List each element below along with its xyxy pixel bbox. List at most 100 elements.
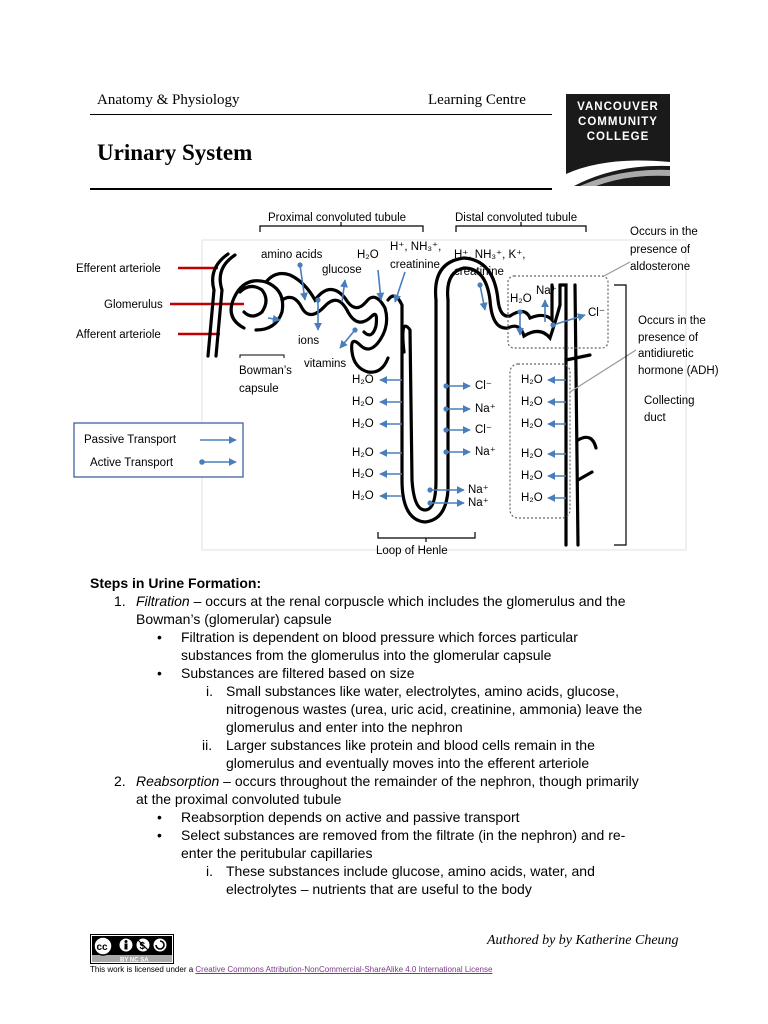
dct-h-nh3-k-label: H⁺, NH₃⁺, K⁺, [454, 249, 525, 261]
aldo-1: Occurs in the [630, 226, 698, 238]
page-title: Urinary System [97, 140, 253, 165]
license-link[interactable]: Creative Commons Attribution-NonCommerci… [195, 965, 493, 974]
step-1-bullet-1-a: Filtration is dependent on blood pressur… [181, 629, 578, 645]
roman-i: i. [206, 863, 213, 879]
legend-passive: Passive Transport [84, 434, 177, 446]
svg-text:cc: cc [97, 942, 109, 953]
vitamins-label: vitamins [304, 358, 346, 370]
filtration-term: Filtration [136, 593, 190, 609]
legend-active: Active Transport [90, 457, 174, 469]
sub-i-line-1: Small substances like water, electrolyte… [226, 683, 619, 699]
step-2-text: – occurs throughout the remainder of the… [219, 773, 639, 789]
step-1-bullet-1: • Filtration is dependent on blood press… [157, 628, 690, 664]
license-notice: This work is licensed under a Creative C… [90, 965, 492, 974]
step-2: 2. Reabsorption – occurs throughout the … [114, 772, 690, 790]
vcc-logo: VANCOUVER COMMUNITY COLLEGE [566, 94, 670, 186]
dct-cl-label: Cl⁻ [588, 307, 605, 319]
logo-line-2: COMMUNITY [578, 116, 658, 128]
author-credit: Authored by by Katherine Cheung [487, 933, 679, 948]
sub-i-line-2: nitrogenous wastes (urea, uric acid, cre… [226, 701, 643, 717]
logo-line-3: COLLEGE [586, 131, 650, 143]
duct-3: H₂O [521, 448, 543, 460]
step-2-bullet-2: • Select substances are removed from the… [157, 826, 690, 862]
loop-right-0: Cl⁻ [475, 380, 492, 392]
step-2-text-cont: at the proximal convoluted tubule [136, 791, 342, 807]
license-prefix: This work is licensed under a [90, 965, 196, 974]
step-1-bullet-1-b: substances from the glomerulus into the … [181, 647, 552, 663]
loop-left-2: H₂O [352, 418, 374, 430]
sub-i-line-3: glomerulus and enter into the nephron [226, 719, 463, 735]
adh-3: antidiuretic [638, 348, 694, 360]
loop-left-3: H₂O [352, 447, 374, 459]
bullet-dot: • [157, 629, 162, 645]
duct-0: H₂O [521, 374, 543, 386]
loop-right-4: Na⁺ [468, 484, 489, 496]
roman-i: i. [206, 683, 213, 699]
step-2-bullet-2-b: enter the peritubular capillaries [181, 845, 373, 861]
loop-left-4: H₂O [352, 468, 374, 480]
step-1-number: 1. [114, 593, 126, 609]
roman-ii: ii. [202, 737, 213, 753]
loop-right-1: Na⁺ [475, 403, 496, 415]
adh-1: Occurs in the [638, 315, 706, 327]
efferent-label: Efferent arteriole [76, 263, 161, 275]
step-1-sub-ii: ii. Larger substances like protein and b… [202, 736, 690, 772]
creative-commons-badge-icon: cc $ BY NC SA [90, 934, 174, 964]
proximal-label: Proximal convoluted tubule [268, 212, 406, 224]
step-1: 1. Filtration – occurs at the renal corp… [114, 592, 690, 610]
step-1-bullet-2: • Substances are filtered based on size [157, 664, 690, 682]
duct-1: H₂O [521, 396, 543, 408]
step-2-sub-i-line-1: These substances include glucose, amino … [226, 863, 595, 879]
afferent-label: Afferent arteriole [76, 329, 161, 341]
duct-2: H₂O [521, 418, 543, 430]
distal-label: Distal convoluted tubule [455, 212, 577, 224]
urine-formation-steps: Steps in Urine Formation: 1. Filtration … [90, 574, 690, 898]
svg-text:$: $ [140, 941, 146, 952]
bullet-dot: • [157, 809, 162, 825]
step-1-bullet-2-text: Substances are filtered based on size [181, 665, 415, 681]
aldosterone-box [507, 275, 609, 349]
step-2-bullet-1: • Reabsorption depends on active and pas… [157, 808, 690, 826]
collecting-2: duct [644, 412, 667, 424]
loop-right-3: Na⁺ [475, 446, 496, 458]
glucose-label: glucose [322, 264, 362, 276]
aldo-3: aldosterone [630, 261, 690, 273]
step-2-number: 2. [114, 773, 126, 789]
duct-4: H₂O [521, 470, 543, 482]
dct-na-label: Na⁺ [536, 285, 557, 297]
logo-line-1: VANCOUVER [577, 101, 659, 113]
pct-h2o-label: H₂O [357, 249, 379, 261]
bullet-dot: • [157, 665, 162, 681]
step-2-sub-i: i. These substances include glucose, ami… [206, 862, 690, 898]
loop-right-5: Na⁺ [468, 497, 489, 509]
cc-badge-text: BY NC SA [120, 958, 149, 964]
loop-right-2: Cl⁻ [475, 424, 492, 436]
dct-creatinine-label: creatinine [454, 266, 504, 278]
subject-label: Anatomy & Physiology [97, 92, 240, 108]
pct-creatinine-label: creatinine [390, 259, 440, 271]
steps-heading: Steps in Urine Formation: [90, 575, 262, 591]
aldo-2: presence of [630, 244, 691, 256]
title-rule [90, 188, 552, 190]
header-rule [90, 114, 552, 115]
adh-box [509, 363, 571, 519]
step-2-bullet-2-a: Select substances are removed from the f… [181, 827, 626, 843]
glomerulus-label: Glomerulus [104, 299, 163, 311]
step-2-sub-i-line-2: electrolytes – nutrients that are useful… [226, 881, 532, 897]
proximal-bracket [259, 225, 424, 232]
step-1-text: – occurs at the renal corpuscle which in… [189, 593, 626, 609]
dct-h2o-label: H₂O [510, 293, 532, 305]
nephron-diagram: Proximal convoluted tubule Distal convol… [73, 212, 719, 557]
diagram-panel [201, 239, 687, 551]
adh-2: presence of [638, 332, 699, 344]
ions-label: ions [298, 335, 319, 347]
collecting-1: Collecting [644, 395, 695, 407]
transport-arrows [267, 264, 586, 507]
legend-box [73, 422, 244, 478]
adh-4: hormone (ADH) [638, 365, 719, 377]
step-2-bullet-1-text: Reabsorption depends on active and passi… [181, 809, 520, 825]
bullet-dot: • [157, 827, 162, 843]
bowman-label-1: Bowman’s [239, 365, 292, 377]
pct-h-nh3-label: H⁺, NH₃⁺, [390, 241, 441, 253]
loop-of-henle-label: Loop of Henle [376, 545, 448, 557]
